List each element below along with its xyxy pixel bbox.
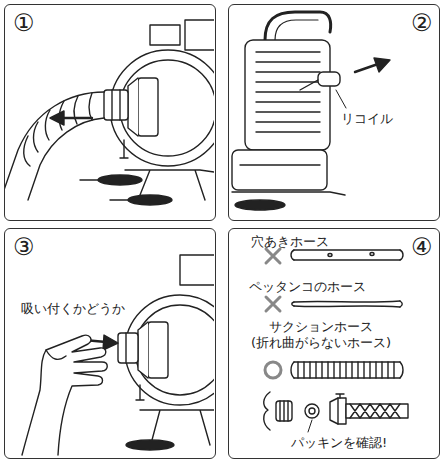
step-panel: ① [4, 4, 216, 221]
pump-hose-drawing [5, 20, 214, 205]
step-number: ③ [13, 235, 35, 259]
step-panel: ② リコイル [228, 4, 440, 221]
note-label: 吸い付くかどうか [21, 301, 125, 317]
step-number: ① [13, 11, 35, 35]
step-panel: ④ 穴あきホースペッタンコのホースサクションホース (折れ曲がらないホース) パッキ… [228, 228, 440, 459]
note-label: パッキンを確認! [291, 435, 387, 451]
hose-label: サクションホース (折れ曲がらないホース) [246, 319, 396, 352]
step-panel: ③ 吸い付くかどうか [4, 228, 216, 459]
hose-label: ペッタンコのホース [249, 279, 366, 295]
hand-pump-drawing [22, 255, 214, 455]
step-number: ② [411, 11, 433, 35]
part-label: リコイル [341, 111, 393, 127]
step-number: ④ [411, 235, 433, 259]
hose-label: 穴あきホース [251, 234, 329, 250]
